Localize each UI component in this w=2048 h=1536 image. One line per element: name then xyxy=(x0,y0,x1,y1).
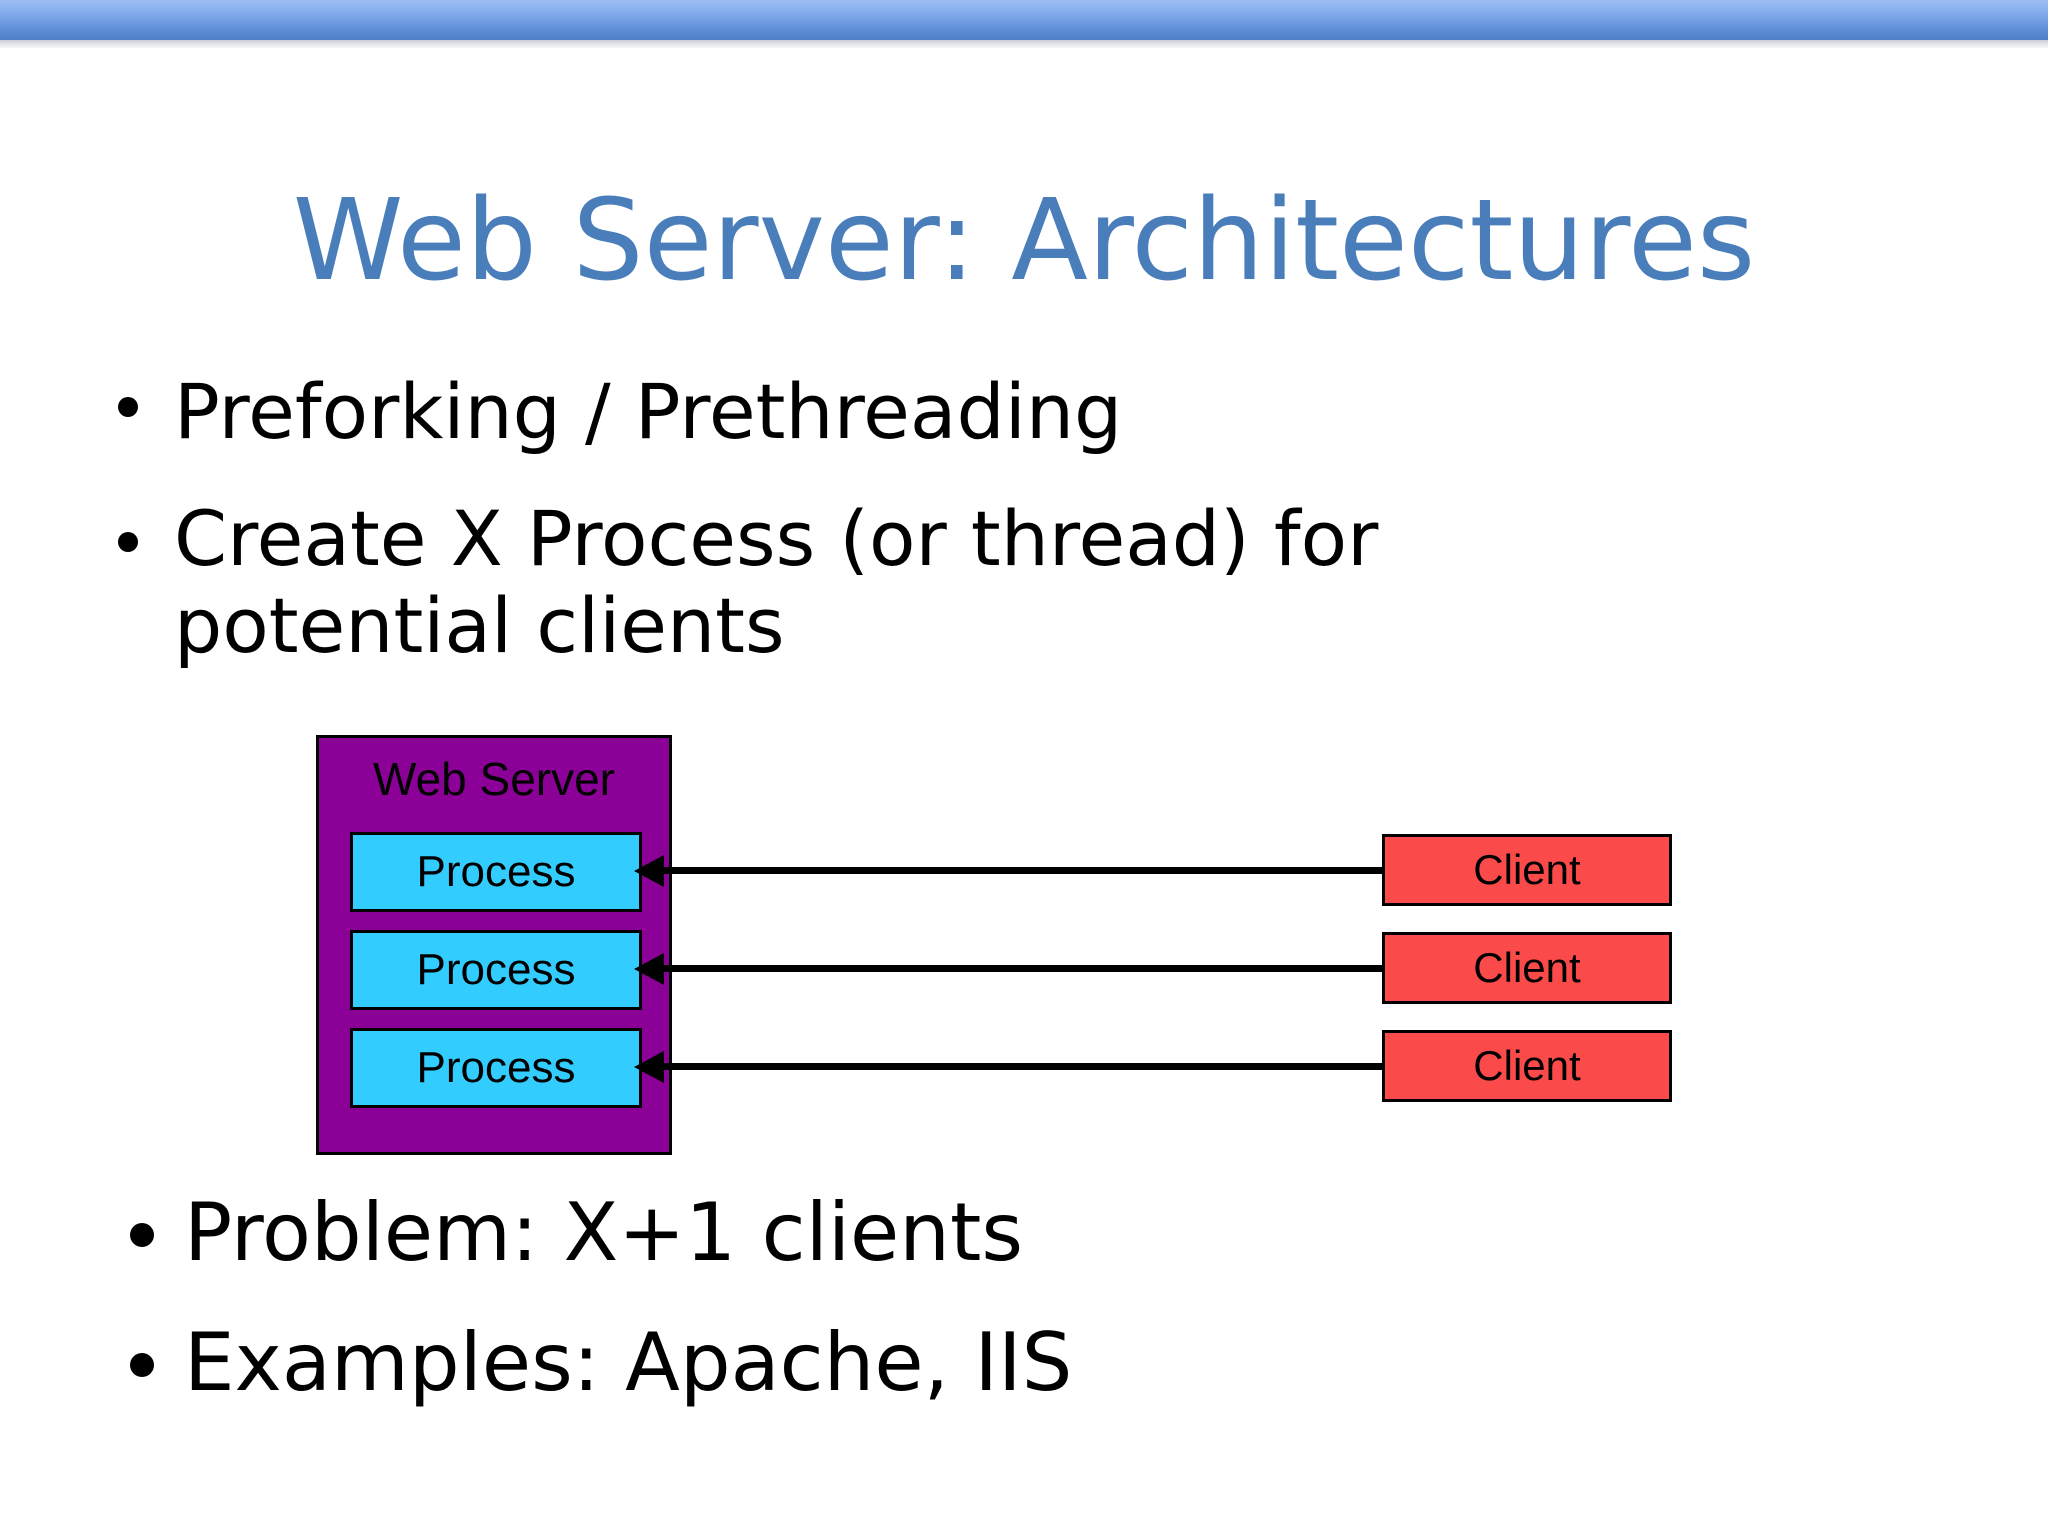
connector-line xyxy=(658,1063,1388,1070)
bullet-dot-icon xyxy=(130,1353,154,1377)
process-box: Process xyxy=(350,1028,642,1108)
slide-top-bar-shadow xyxy=(0,40,2048,48)
arrow-left-icon xyxy=(634,953,664,985)
arrow-left-icon xyxy=(634,855,664,887)
bullet-dot-icon xyxy=(130,1223,154,1247)
client-box: Client xyxy=(1382,932,1672,1004)
process-box: Process xyxy=(350,832,642,912)
bullet-item-examples: Examples: Apache, IIS xyxy=(130,1315,1830,1411)
bullet-item-label: Examples: Apache, IIS xyxy=(184,1316,1073,1409)
bullet-dot-icon xyxy=(118,397,138,417)
arrow-left-icon xyxy=(634,1051,664,1083)
slide-title: Web Server: Architectures xyxy=(292,176,1756,307)
connector-line xyxy=(658,965,1388,972)
client-box: Client xyxy=(1382,834,1672,906)
connector-line xyxy=(658,867,1388,874)
process-box: Process xyxy=(350,930,642,1010)
bullet-item-label: Problem: X+1 clients xyxy=(184,1186,1024,1279)
web-server-label: Web Server xyxy=(372,753,616,805)
bullet-dot-icon xyxy=(118,532,138,552)
bullet-item-create-x-process: Create X Process (or thread) for potenti… xyxy=(118,495,1818,670)
bullet-item-problem: Problem: X+1 clients xyxy=(130,1185,1830,1281)
bullet-item-label: Create X Process (or thread) for potenti… xyxy=(174,494,1379,671)
client-box: Client xyxy=(1382,1030,1672,1102)
bullet-item-label: Preforking / Prethreading xyxy=(174,367,1123,456)
slide-top-decoration-bar xyxy=(0,0,2048,40)
bullet-item-preforking: Preforking / Prethreading xyxy=(118,362,1818,462)
